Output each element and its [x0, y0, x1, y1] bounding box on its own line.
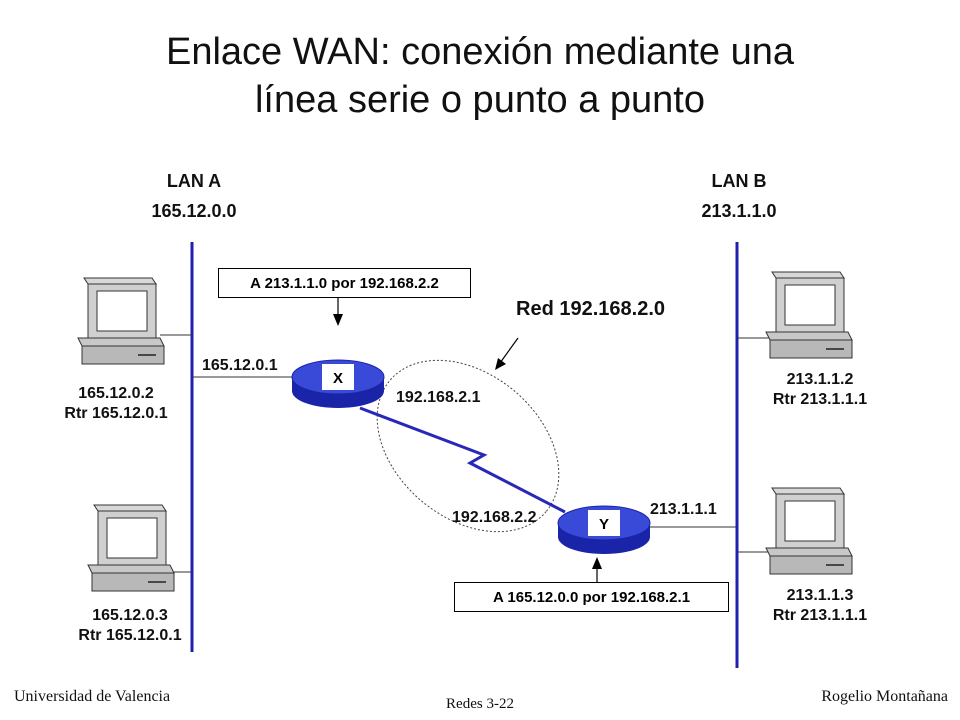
serial-network-ellipse — [376, 359, 560, 533]
router-x-lan-ip: 165.12.0.1 — [202, 357, 278, 374]
footer-center: Redes 3-22 — [446, 696, 514, 712]
route-x-arrow — [333, 296, 343, 326]
host-b1-ip: 213.1.1.2 — [786, 371, 854, 388]
host-b2-rtr: Rtr 213.1.1.1 — [772, 607, 868, 624]
serial-link — [359, 406, 566, 514]
host-a2-ip: 165.12.0.3 — [92, 607, 168, 624]
footer-left: Universidad de Valencia — [14, 688, 171, 705]
lan-a-network: 165.12.0.0 — [151, 201, 237, 221]
host-a1-ip: 165.12.0.2 — [78, 385, 154, 402]
title-line-2: línea serie o punto a punto — [254, 79, 705, 121]
serial-network-label: Red 192.168.2.0 — [516, 298, 665, 320]
host-b1-label: 213.1.1.2 Rtr 213.1.1.1 — [760, 370, 880, 410]
title-line-1: Enlace WAN: conexión mediante una — [165, 31, 795, 73]
lan-b-network: 213.1.1.0 — [701, 201, 777, 221]
slide-title: Enlace WAN: conexión mediante una línea … — [0, 28, 960, 124]
red-label-arrow — [495, 337, 519, 370]
lan-b-name: LAN B — [711, 171, 767, 191]
router-x-icon: X — [291, 359, 385, 408]
router-y-wan-ip: 192.168.2.2 — [452, 509, 537, 526]
lan-a-name: LAN A — [166, 171, 222, 191]
host-b2-label: 213.1.1.3 Rtr 213.1.1.1 — [760, 586, 880, 626]
pc-icon-a1 — [77, 277, 165, 365]
route-x-box: A 213.1.1.0 por 192.168.2.2 — [218, 268, 471, 298]
footer-right: Rogelio Montañana — [821, 688, 948, 705]
pc-icon-b2 — [765, 487, 853, 575]
host-a1-rtr: Rtr 165.12.0.1 — [64, 405, 168, 422]
host-b2-ip: 213.1.1.3 — [786, 587, 854, 604]
pc-icon-a2 — [87, 504, 175, 592]
host-b1-rtr: Rtr 213.1.1.1 — [772, 391, 868, 408]
lan-a-label: LAN A 165.12.0.0 — [94, 166, 294, 226]
host-a2-rtr: Rtr 165.12.0.1 — [78, 627, 182, 644]
host-a2-label: 165.12.0.3 Rtr 165.12.0.1 — [68, 606, 192, 646]
router-x-label: X — [333, 370, 343, 387]
router-y-lan-ip: 213.1.1.1 — [650, 501, 717, 518]
lan-b-label: LAN B 213.1.1.0 — [639, 166, 839, 226]
route-y-arrow — [592, 557, 602, 583]
route-y-box: A 165.12.0.0 por 192.168.2.1 — [454, 582, 729, 612]
router-x-wan-ip: 192.168.2.1 — [396, 389, 481, 406]
router-y-label: Y — [599, 516, 609, 533]
pc-icon-b1 — [765, 271, 853, 359]
host-a1-label: 165.12.0.2 Rtr 165.12.0.1 — [56, 384, 176, 424]
router-y-icon: Y — [557, 505, 651, 554]
